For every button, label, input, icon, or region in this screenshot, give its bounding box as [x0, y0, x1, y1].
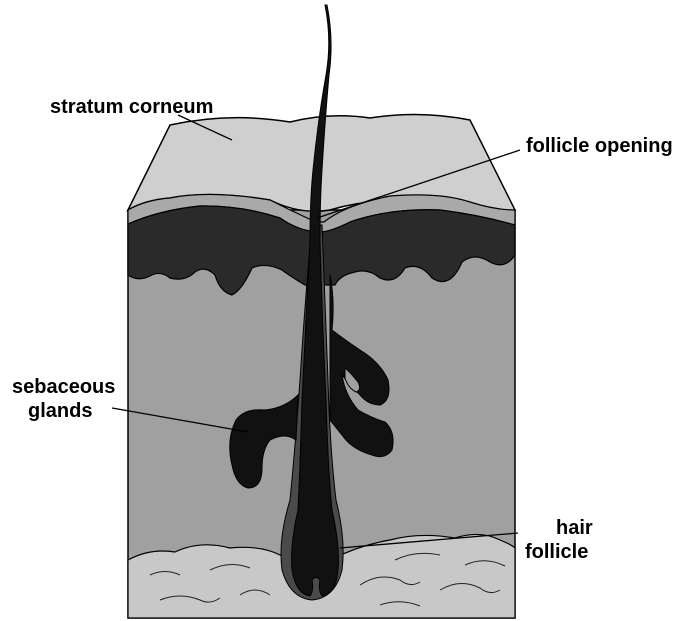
hair-follicle-label-line2: follicle [525, 541, 588, 563]
hair-follicle-label-line1: hair [556, 517, 593, 539]
stratum-corneum-label: stratum corneum [50, 96, 213, 118]
sebaceous-glands-label-line1: sebaceous [12, 376, 115, 398]
follicle-opening-label: follicle opening [526, 135, 673, 157]
sebaceous-glands-label-line2: glands [28, 400, 92, 422]
